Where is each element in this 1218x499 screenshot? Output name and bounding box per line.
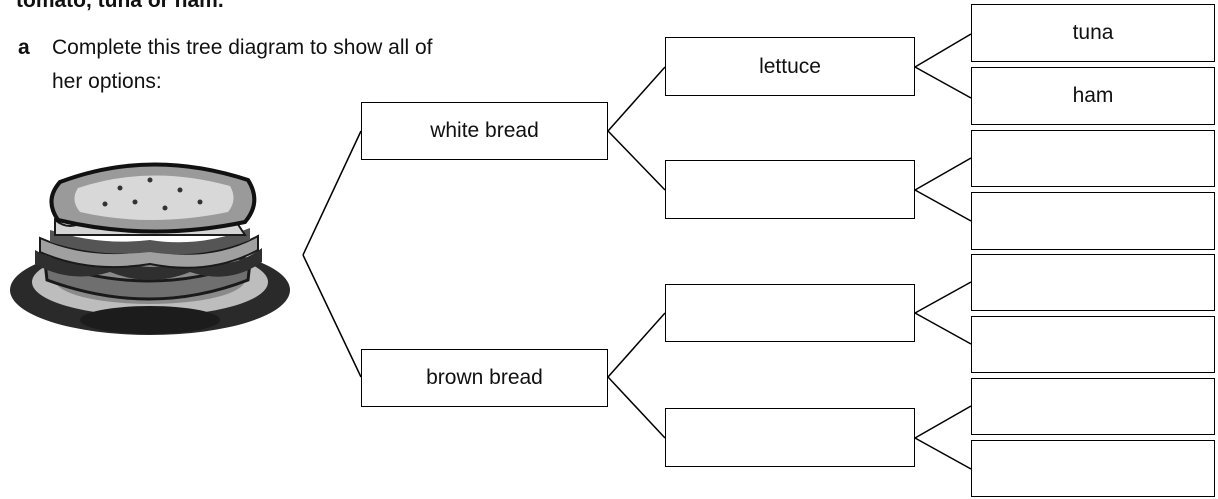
- tree-box-blank-meat[interactable]: [971, 316, 1215, 373]
- tree-box-blank-meat[interactable]: [971, 130, 1215, 187]
- tree-box-blank-meat[interactable]: [971, 440, 1215, 497]
- tree-box-blank-meat[interactable]: [971, 192, 1215, 250]
- sandwich-icon: [10, 162, 290, 335]
- question-text-line-2: her options:: [52, 70, 162, 93]
- tree-box-label: brown bread: [426, 366, 543, 389]
- tree-box-label: lettuce: [759, 54, 821, 78]
- tree-box-lettuce: lettuce: [665, 37, 915, 96]
- tree-box-blank-meat[interactable]: [971, 254, 1215, 311]
- tree-box-blank-filling[interactable]: [665, 160, 915, 219]
- tree-box-blank-meat[interactable]: [971, 378, 1215, 435]
- tree-box-blank-filling[interactable]: [665, 284, 915, 342]
- tree-box-blank-filling[interactable]: [665, 408, 915, 467]
- tree-box-tuna: tuna: [971, 4, 1215, 62]
- tree-box-brown-bread: brown bread: [361, 349, 608, 407]
- tree-box-label: white bread: [430, 119, 539, 142]
- question-letter: a: [18, 36, 30, 59]
- tree-box-label: tuna: [1072, 21, 1114, 44]
- tree-box-ham: ham: [971, 67, 1215, 125]
- tree-box-label: ham: [1072, 84, 1114, 107]
- question-heading: tomato, tuna or ham.: [16, 0, 224, 12]
- tree-box-white-bread: white bread: [361, 102, 608, 160]
- question-text-line-1: Complete this tree diagram to show all o…: [52, 36, 433, 59]
